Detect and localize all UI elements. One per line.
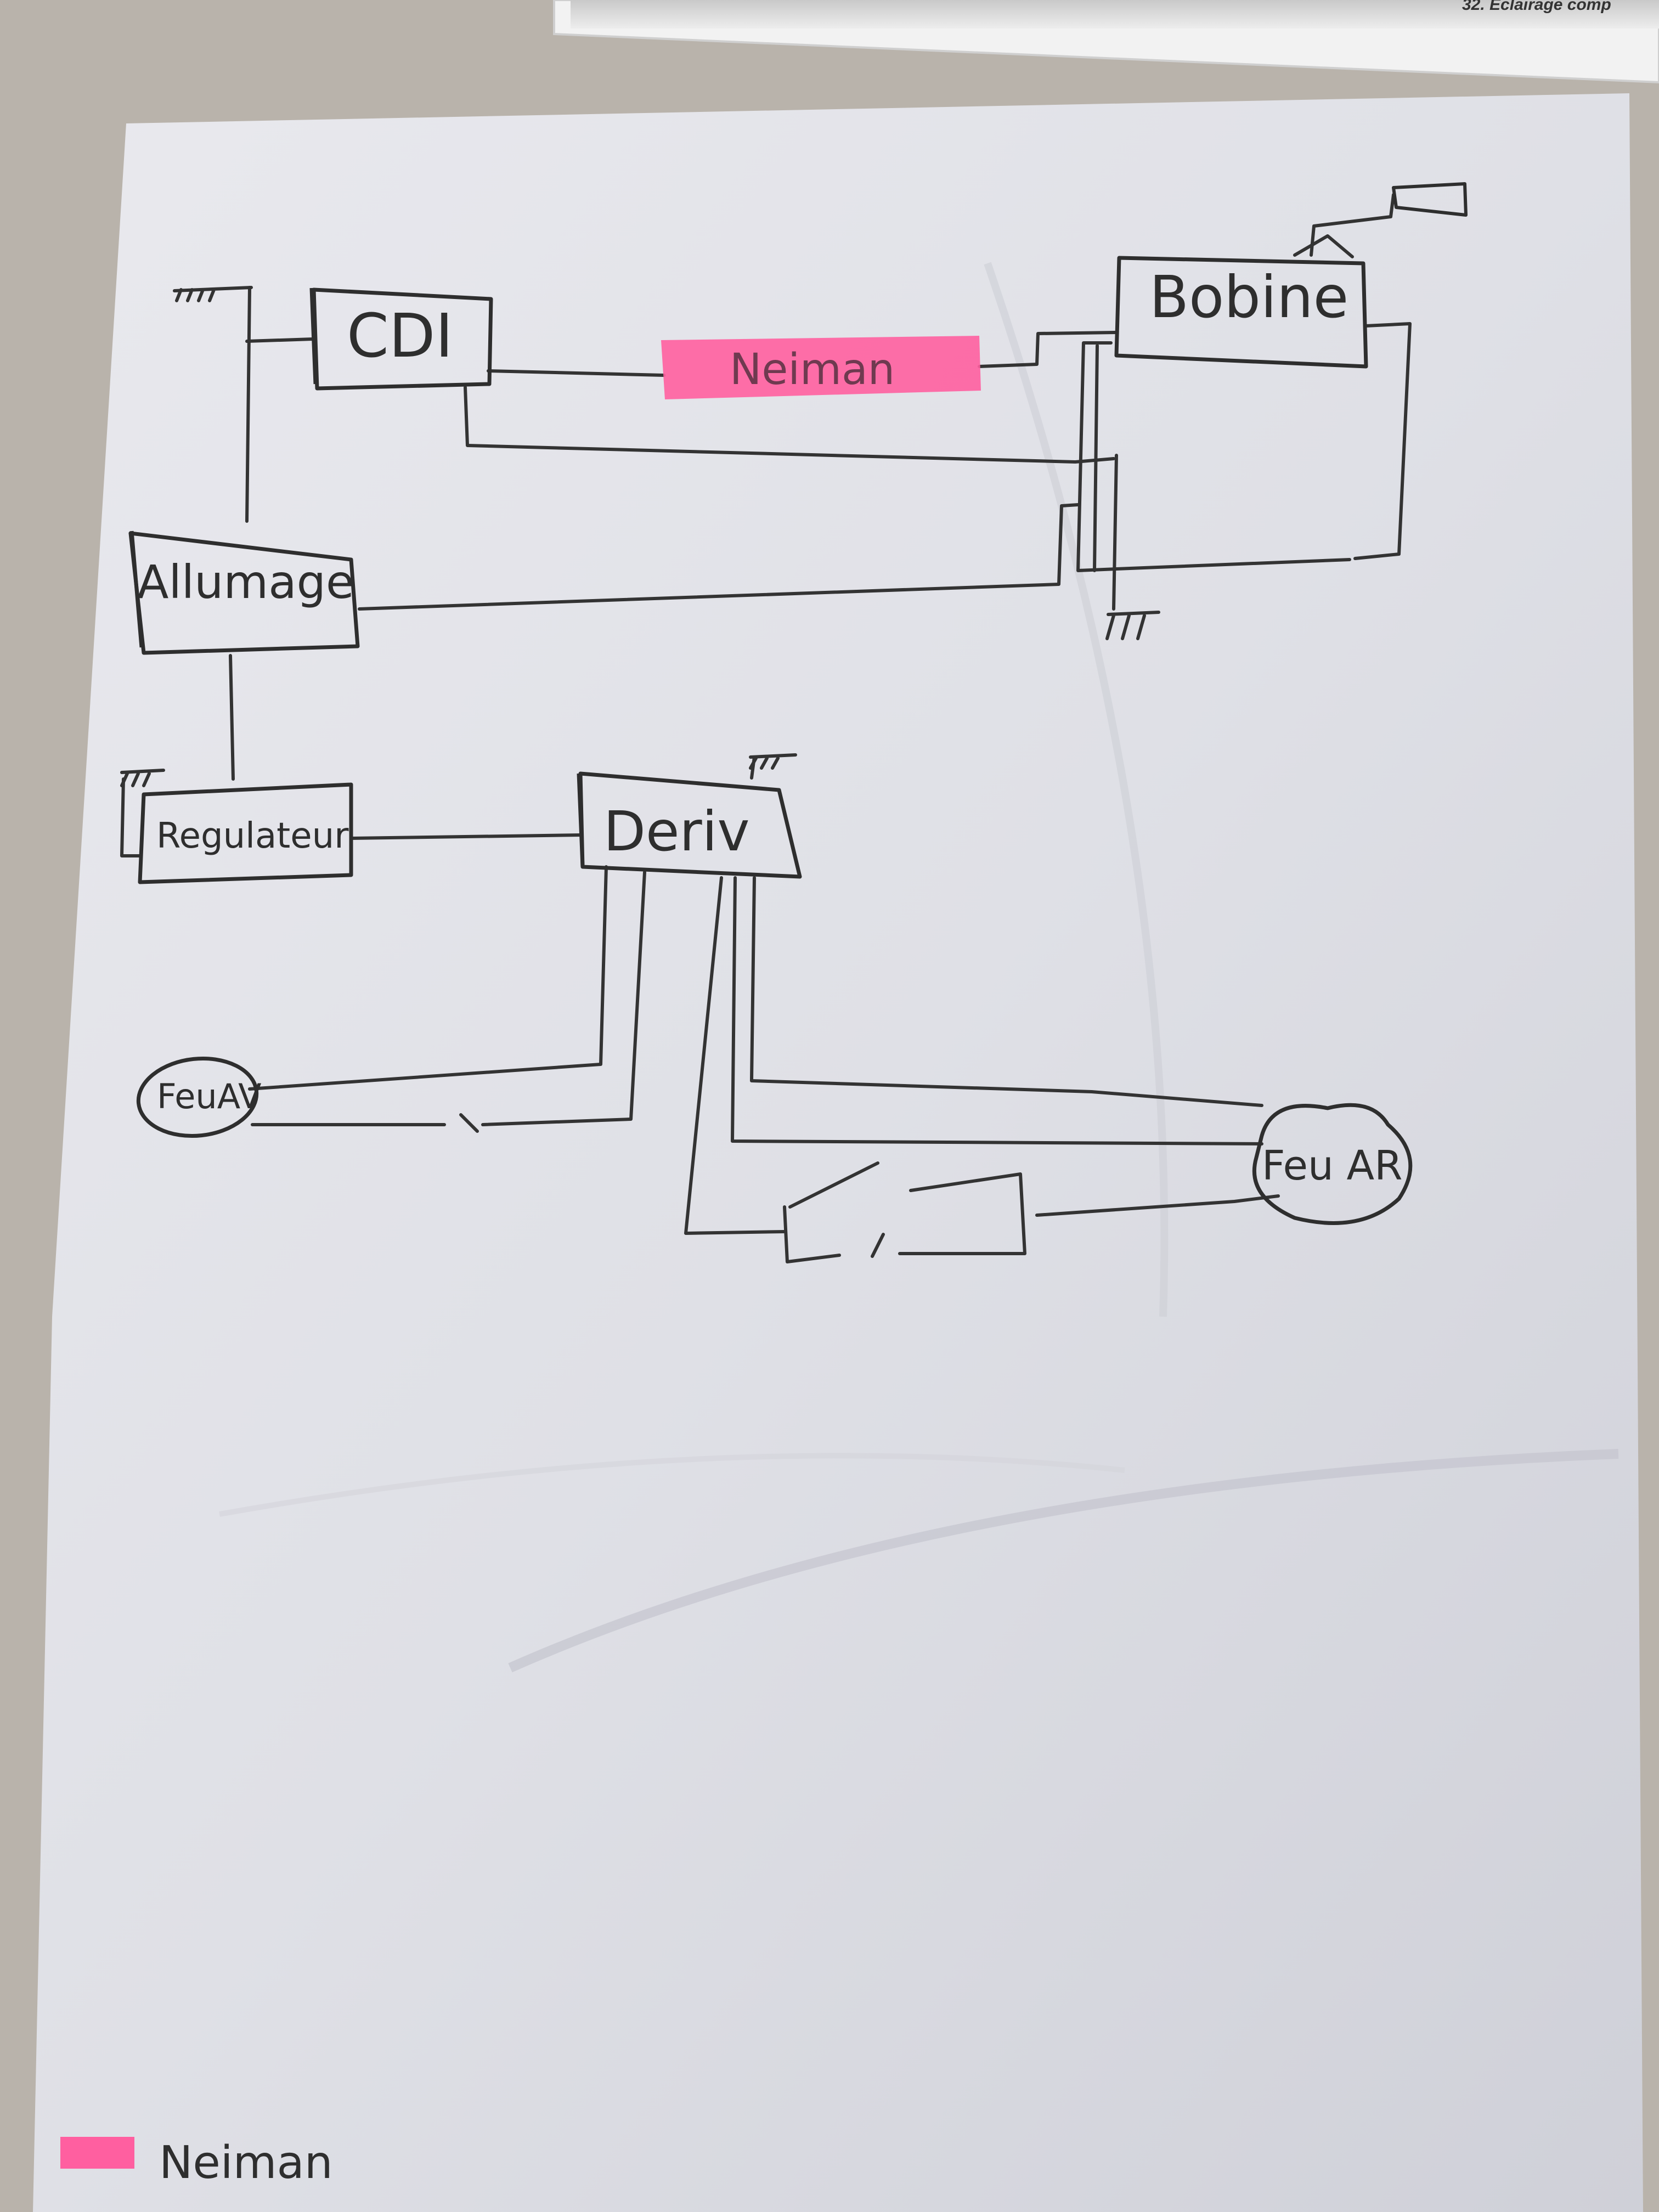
component-feu-av: FeuAV (136, 1056, 262, 1138)
component-allumage: Allumage (128, 531, 360, 655)
ground-symbol-cdi (173, 286, 253, 302)
legend: Neiman (60, 2137, 333, 2189)
label-regulateur: Regulateur (156, 816, 349, 856)
label-feu-av: FeuAV (157, 1076, 262, 1116)
component-neiman: Neiman (661, 336, 981, 399)
component-cdi: CDI (309, 287, 493, 391)
ground-symbol-bobine (1105, 611, 1160, 640)
label-bobine: Bobine (1149, 264, 1348, 331)
legend-label: Neiman (159, 2137, 333, 2189)
component-deriv: Deriv (577, 771, 802, 879)
paper-sheet (33, 93, 1643, 2212)
label-feu-ar: Feu AR (1262, 1142, 1403, 1189)
label-cdi: CDI (347, 301, 453, 371)
component-bobine: Bobine (1114, 182, 1468, 369)
wiring (120, 193, 1412, 1263)
printed-sheet: 32. Eclairage comp (553, 0, 1659, 84)
label-neiman: Neiman (730, 345, 895, 394)
component-feu-ar: Feu AR (1252, 1103, 1413, 1225)
component-regulateur: Regulateur (138, 782, 353, 884)
legend-swatch (60, 2137, 134, 2169)
label-allumage: Allumage (137, 555, 354, 609)
label-deriv: Deriv (603, 799, 750, 864)
printed-sheet-caption: 32. Eclairage comp (1462, 0, 1611, 14)
ground-symbol-deriv (749, 753, 797, 780)
